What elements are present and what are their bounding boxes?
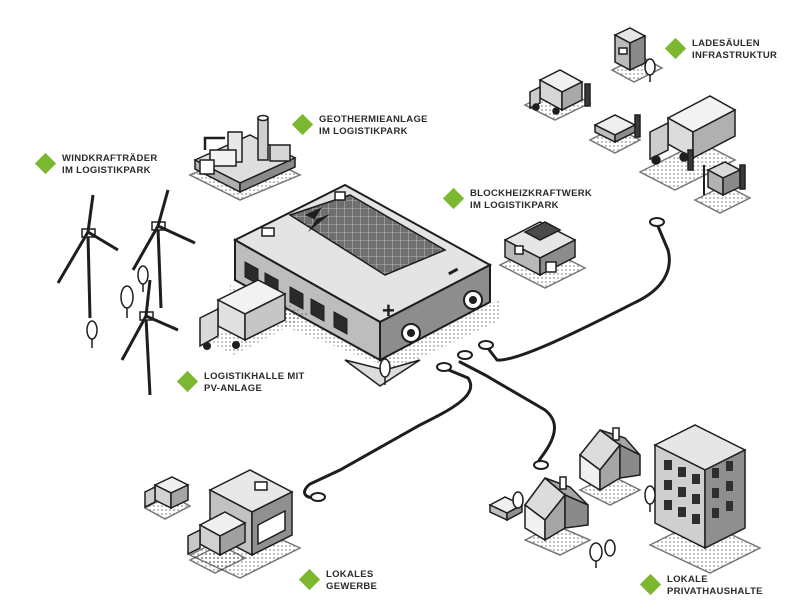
- truck: [187, 511, 247, 574]
- label-line: LADESÄULEN: [692, 38, 760, 49]
- label-line: IM LOGISTIKPARK: [470, 200, 559, 211]
- label-line: IM LOGISTIKPARK: [62, 165, 151, 176]
- apartment-building: [648, 424, 762, 574]
- green-diamond-icon: [291, 113, 314, 136]
- label-line: GEOTHERMIEANLAGE: [319, 114, 428, 125]
- private-households: [488, 424, 762, 574]
- trees: [512, 485, 656, 568]
- car: [588, 114, 642, 154]
- green-diamond-icon: [639, 573, 662, 596]
- logistics-hall: +: [230, 183, 500, 387]
- wind-turbine: [120, 279, 179, 396]
- label-line: GEWERBE: [326, 581, 378, 592]
- house: [578, 427, 642, 506]
- cable-to-households: [458, 360, 556, 468]
- local-commerce: [143, 469, 302, 579]
- tree: [644, 58, 656, 82]
- trees: [86, 265, 391, 385]
- wind-turbine: [56, 194, 119, 319]
- green-diamond-icon: [664, 37, 687, 60]
- cable-to-commerce: [303, 366, 472, 500]
- label-line: PRIVATHAUSHALTE: [667, 586, 763, 597]
- label-line: PV-ANLAGE: [204, 383, 263, 394]
- label-line: WINDKRAFTRÄDER: [62, 153, 158, 164]
- green-diamond-icon: [34, 152, 57, 175]
- chp-plant: [498, 221, 587, 289]
- minus-icon: [448, 267, 459, 276]
- forklift: [693, 161, 752, 214]
- charging-infrastructure: [523, 27, 752, 214]
- cable-to-charging: [485, 222, 671, 362]
- label-line: LOKALES: [326, 569, 374, 580]
- wind-turbines: [56, 189, 196, 396]
- plus-icon: +: [382, 298, 395, 323]
- house: [523, 476, 592, 556]
- label-line: LOGISTIKHALLE MIT: [204, 371, 305, 382]
- truck-at-hall: [199, 279, 310, 355]
- lightning-icon: [305, 207, 330, 232]
- label-line: INFRASTRUKTUR: [692, 50, 778, 61]
- green-diamond-icon: [298, 568, 321, 591]
- van: [523, 69, 592, 121]
- delivery-truck: [638, 95, 737, 191]
- label-line: LOKALE: [667, 574, 708, 585]
- label-line: BLOCKHEIZKRAFTWERK: [470, 188, 593, 199]
- green-diamond-icon: [176, 370, 199, 393]
- geothermal-plant: [188, 114, 302, 201]
- green-diamond-icon: [442, 187, 465, 210]
- charging-building: [610, 27, 664, 83]
- connection-cables: [303, 222, 671, 500]
- label-line: IM LOGISTIKPARK: [319, 126, 408, 137]
- cable-connectors: [310, 217, 665, 502]
- wind-turbine: [131, 189, 196, 309]
- van: [143, 476, 192, 520]
